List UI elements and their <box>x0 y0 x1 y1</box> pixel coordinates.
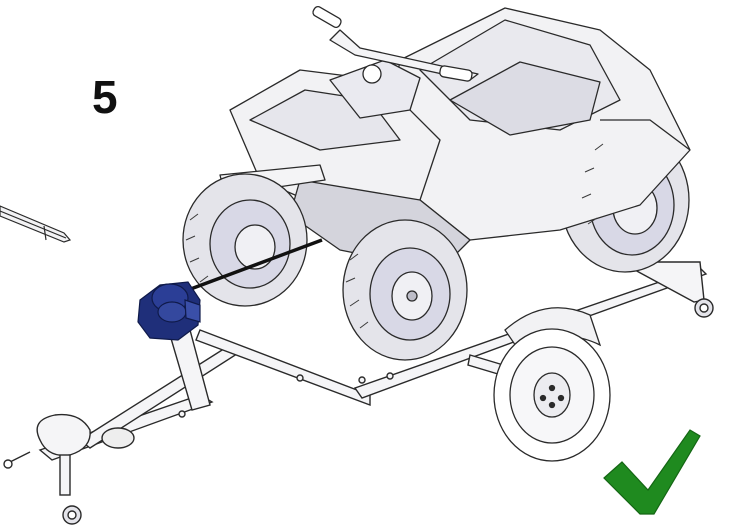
winch-icon <box>137 281 201 341</box>
step-number: 5 <box>92 71 118 123</box>
winch-strap <box>187 238 323 292</box>
trailer-wheel-icon <box>493 307 611 462</box>
atv-icon <box>182 5 691 361</box>
ramp-rail-icon <box>0 205 72 243</box>
checkmark-icon <box>603 429 701 515</box>
